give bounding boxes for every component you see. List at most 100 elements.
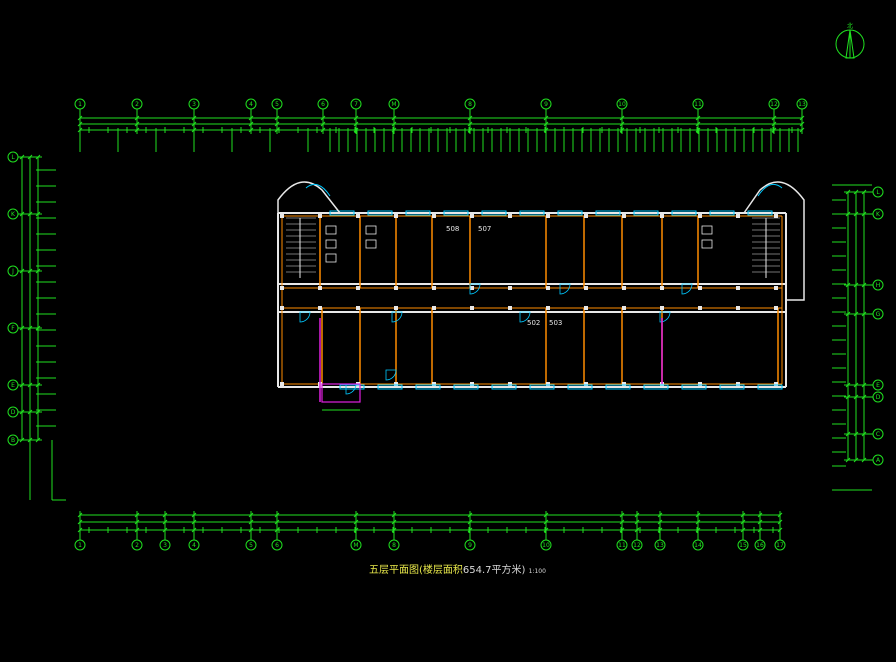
axis-bottom-2: 3 xyxy=(159,539,171,551)
axis-top-7: M xyxy=(388,98,400,110)
axis-right-0: L xyxy=(872,186,884,198)
svg-text:8: 8 xyxy=(392,542,396,549)
axis-bottom-9: 10 xyxy=(540,539,552,551)
axis-top-12: 12 xyxy=(768,98,780,110)
axis-bottom-11: 12 xyxy=(631,539,643,551)
axis-right-5: D xyxy=(872,391,884,403)
caption-area: 654.7平方米) xyxy=(462,565,526,576)
svg-text:G: G xyxy=(876,311,881,318)
svg-text:13: 13 xyxy=(656,542,664,549)
svg-text:5: 5 xyxy=(249,542,253,549)
axis-top-3: 4 xyxy=(245,98,257,110)
axis-top-4: 5 xyxy=(271,98,283,110)
building-outline xyxy=(277,181,805,411)
axis-left-1: K xyxy=(7,208,19,220)
svg-text:11: 11 xyxy=(694,101,702,108)
svg-text:16: 16 xyxy=(756,542,764,549)
axis-bottom-3: 4 xyxy=(188,539,200,551)
svg-text:5: 5 xyxy=(275,101,279,108)
svg-text:K: K xyxy=(11,211,16,218)
axis-right-4: E xyxy=(872,379,884,391)
room-label-503: 503 xyxy=(549,319,562,327)
axis-left-2: J xyxy=(7,265,19,277)
svg-text:3: 3 xyxy=(163,542,167,549)
svg-text:13: 13 xyxy=(798,101,806,108)
svg-text:B: B xyxy=(11,437,15,444)
svg-text:2: 2 xyxy=(135,542,139,549)
svg-text:D: D xyxy=(11,409,16,416)
axis-top-2: 3 xyxy=(188,98,200,110)
svg-text:M: M xyxy=(391,101,396,108)
svg-text:10: 10 xyxy=(542,542,550,549)
svg-text:4: 4 xyxy=(192,542,196,549)
axis-bottom-14: 15 xyxy=(737,539,749,551)
caption-scale: 1:100 xyxy=(528,568,546,575)
drawing-caption: 五层平面图(楼层面积654.7平方米) 1:100 xyxy=(369,561,546,576)
axis-bottom-16: 17 xyxy=(774,539,786,551)
axis-bottom-1: 2 xyxy=(131,539,143,551)
axis-bottom-13: 14 xyxy=(692,539,704,551)
svg-text:M: M xyxy=(353,542,358,549)
room-label-502: 502 xyxy=(527,319,540,327)
svg-text:K: K xyxy=(876,211,881,218)
axis-top-11: 11 xyxy=(692,98,704,110)
axis-bottom-5: 6 xyxy=(271,539,283,551)
svg-text:9: 9 xyxy=(544,101,548,108)
axis-bottom-12: 13 xyxy=(654,539,666,551)
svg-text:H: H xyxy=(876,282,881,289)
axis-top-13: 13 xyxy=(796,98,808,110)
svg-text:4: 4 xyxy=(249,101,253,108)
svg-text:6: 6 xyxy=(321,101,325,108)
axis-left-5: D xyxy=(7,406,19,418)
axis-bottom-15: 16 xyxy=(754,539,766,551)
axis-top-0: 1 xyxy=(74,98,86,110)
axis-top-5: 6 xyxy=(317,98,329,110)
axis-right-1: K xyxy=(872,208,884,220)
north-label: 北 xyxy=(847,22,853,30)
svg-text:E: E xyxy=(11,382,15,389)
svg-text:J: J xyxy=(11,268,14,275)
axis-top-8: 8 xyxy=(464,98,476,110)
svg-text:1: 1 xyxy=(78,101,82,108)
axis-right-7: A xyxy=(872,454,884,466)
svg-text:D: D xyxy=(876,394,881,401)
axis-right-3: G xyxy=(872,308,884,320)
svg-text:L: L xyxy=(876,189,880,196)
axis-left-0: L xyxy=(7,151,19,163)
svg-text:2: 2 xyxy=(135,101,139,108)
svg-text:F: F xyxy=(11,325,15,332)
axis-bottom-0: 1 xyxy=(74,539,86,551)
svg-text:10: 10 xyxy=(618,101,626,108)
axis-bottom-10: 11 xyxy=(616,539,628,551)
axis-top-10: 10 xyxy=(616,98,628,110)
axis-bottom-6: M xyxy=(350,539,362,551)
axis-top-6: 7 xyxy=(350,98,362,110)
room-label-507: 507 xyxy=(478,225,491,233)
svg-text:6: 6 xyxy=(275,542,279,549)
axis-top-9: 9 xyxy=(540,98,552,110)
axis-left-3: F xyxy=(7,322,19,334)
room-label-508: 508 xyxy=(446,225,459,233)
axis-right-2: H xyxy=(872,279,884,291)
svg-text:3: 3 xyxy=(192,101,196,108)
svg-text:11: 11 xyxy=(618,542,626,549)
axis-bottom-4: 5 xyxy=(245,539,257,551)
axis-bottom-8: 9 xyxy=(464,539,476,551)
caption-title: 五层平面图(楼层面积 xyxy=(369,565,463,576)
svg-text:12: 12 xyxy=(633,542,641,549)
svg-text:15: 15 xyxy=(739,542,747,549)
svg-text:8: 8 xyxy=(468,101,472,108)
axis-top-1: 2 xyxy=(131,98,143,110)
svg-text:14: 14 xyxy=(694,542,702,549)
svg-text:17: 17 xyxy=(776,542,784,549)
axis-left-4: E xyxy=(7,379,19,391)
svg-text:7: 7 xyxy=(354,101,358,108)
north-arrow-symbol: 北 xyxy=(835,22,865,59)
axis-right-6: C xyxy=(872,428,884,440)
svg-text:12: 12 xyxy=(770,101,778,108)
svg-text:C: C xyxy=(876,431,880,438)
svg-text:1: 1 xyxy=(78,542,82,549)
svg-text:9: 9 xyxy=(468,542,472,549)
axis-bottom-7: 8 xyxy=(388,539,400,551)
